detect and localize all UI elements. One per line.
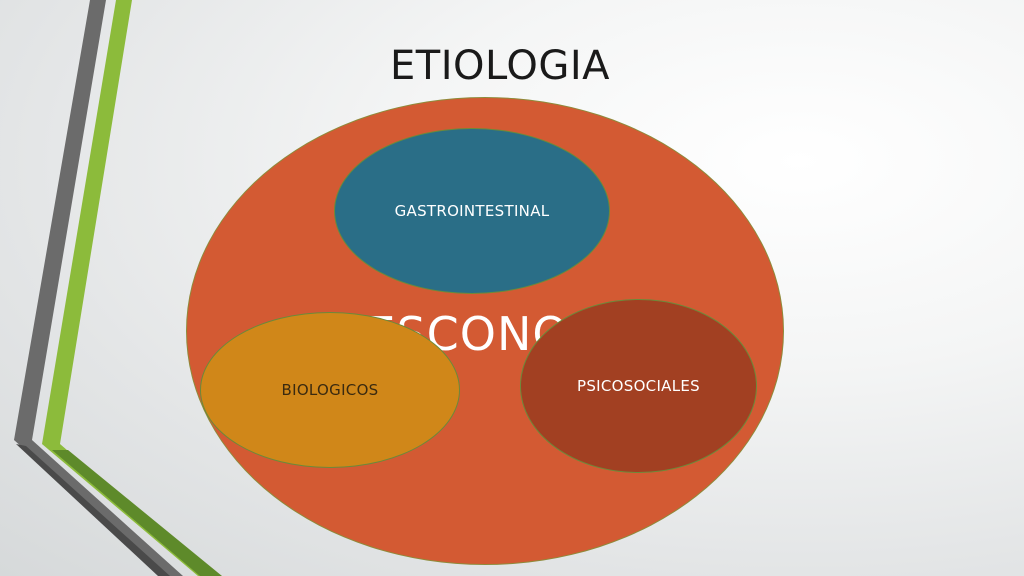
dark-green-band: [52, 450, 222, 576]
biologicos-bubble: BIOLOGICOS: [200, 312, 460, 468]
gray-stripe: [14, 0, 183, 576]
green-stripe: [42, 0, 212, 576]
gray-sliver: [16, 444, 170, 576]
gastrointestinal-label: GASTROINTESTINAL: [394, 202, 550, 220]
psicosociales-bubble: PSICOSOCIALES: [520, 299, 757, 473]
gastrointestinal-bubble: GASTROINTESTINAL: [334, 128, 610, 294]
slide-title: ETIOLOGIA: [390, 43, 610, 89]
biologicos-label: BIOLOGICOS: [281, 381, 379, 399]
psicosociales-label: PSICOSOCIALES: [576, 377, 700, 395]
